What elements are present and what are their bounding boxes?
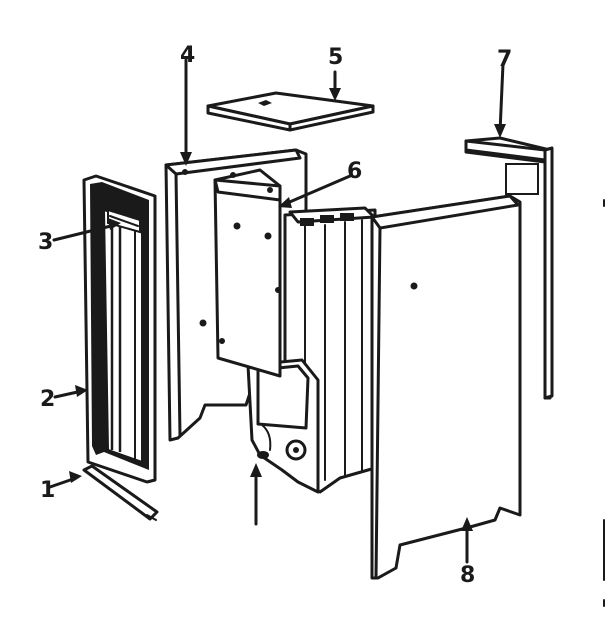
part-6-heat-exchanger-assembly <box>213 168 377 494</box>
callout-labels: 1 2 3 4 5 6 7 8 <box>38 43 512 588</box>
part-2-door-panel <box>82 174 157 484</box>
callout-5: 5 <box>328 45 343 70</box>
part-7-rear-panel <box>464 136 554 400</box>
callout-7: 7 <box>497 47 512 72</box>
part-1-kick-plate <box>82 464 159 521</box>
part-5-top-cover <box>206 91 375 132</box>
callout-6: 6 <box>347 159 362 184</box>
part-8-right-side-panel <box>370 194 522 580</box>
part-3-filter-screen <box>107 208 141 234</box>
callout-3: 3 <box>38 230 53 255</box>
callout-1: 1 <box>40 478 55 503</box>
leader-lines <box>48 58 506 564</box>
callout-8: 8 <box>460 563 475 588</box>
callout-2: 2 <box>40 387 55 412</box>
callout-4: 4 <box>180 43 195 68</box>
